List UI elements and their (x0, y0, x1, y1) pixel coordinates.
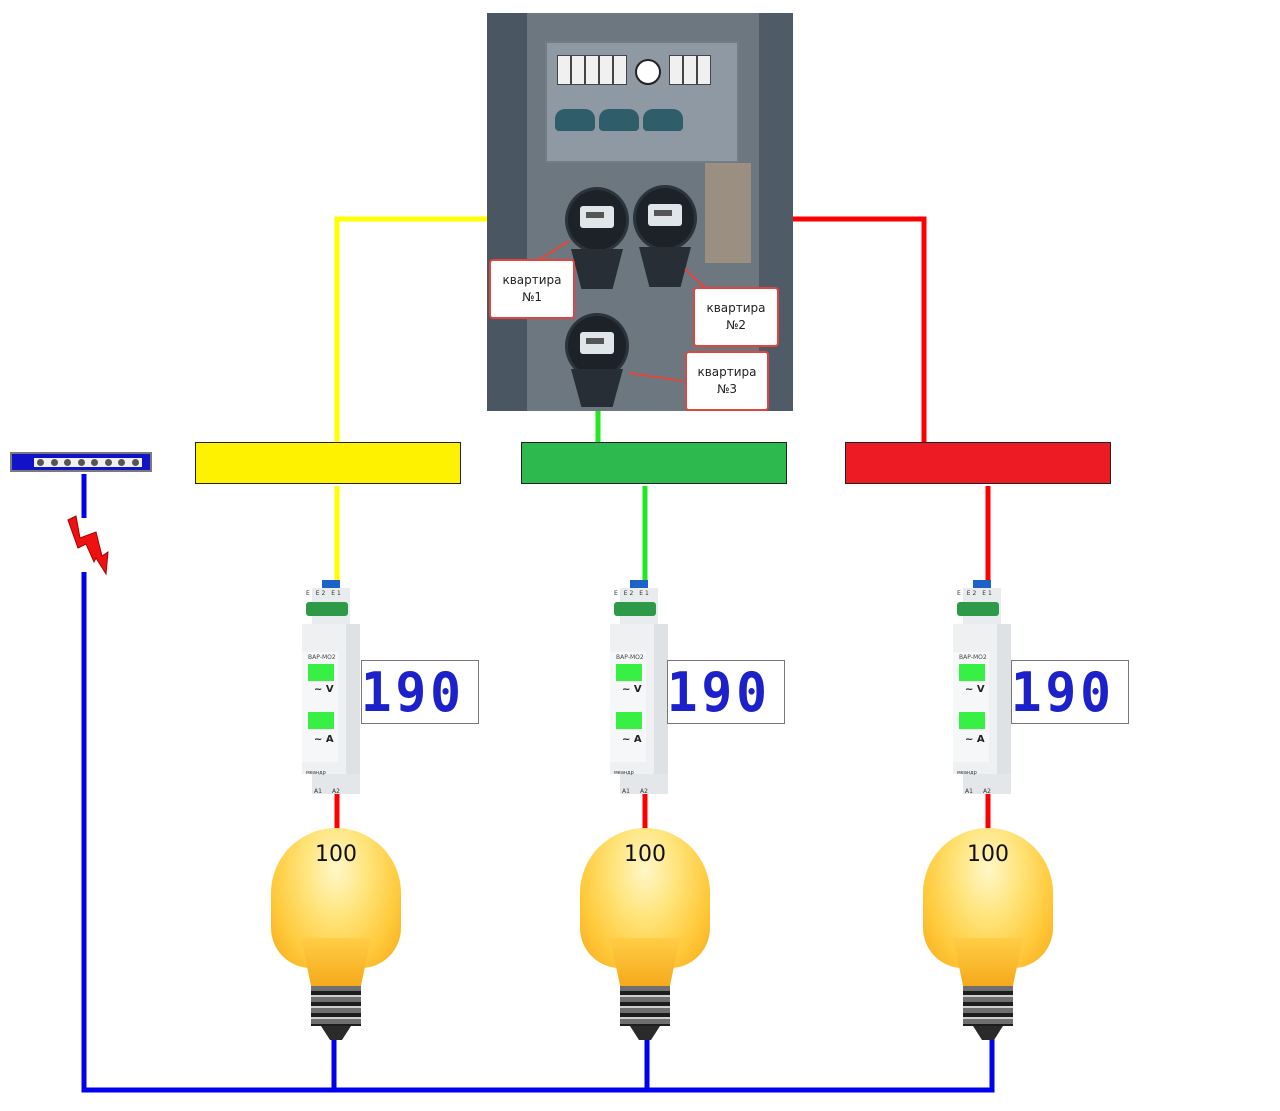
busbar-screws (34, 458, 142, 467)
busbar-red (845, 442, 1111, 484)
terminal-a2: A2 (983, 788, 991, 795)
meter-label-1: квартира №1 (489, 259, 575, 319)
current-unit: ~ A (965, 734, 985, 745)
current-unit: ~ A (622, 734, 642, 745)
lamp-wattage: 100 (315, 842, 357, 867)
voltage-relay-3: E E2 E1 ВАР-МО2 ~ V ~ A меандр A1 A2 (953, 580, 1011, 798)
meter-1-base (571, 249, 623, 289)
brand-label: меандр (306, 770, 326, 776)
voltage-led-display (616, 664, 642, 681)
voltage-led-display (308, 664, 334, 681)
voltage-unit: ~ V (622, 684, 642, 695)
rotary-switch-icon (599, 109, 639, 131)
voltage-relay-1: E E2 E1 ВАР-МО2 ~ V ~ A меандр A1 A2 (302, 580, 360, 798)
electric-meter-1 (565, 187, 629, 253)
voltage-value: 190 (1011, 660, 1116, 724)
terminal-block-top (957, 602, 999, 616)
breaker-icon (697, 55, 711, 85)
meter-label-2: квартира №2 (693, 287, 779, 347)
lamp-2: 100 (580, 828, 710, 1048)
rotary-switch-icon (643, 109, 683, 131)
switchgear-cover (545, 41, 739, 163)
current-unit: ~ A (314, 734, 334, 745)
busbar-green (521, 442, 787, 484)
voltage-value: 190 (667, 660, 772, 724)
lamp-socket-thread (963, 986, 1013, 1026)
brand-label: меандр (614, 770, 634, 776)
current-led-display (959, 712, 985, 729)
din-clip (322, 580, 340, 590)
lamp-1: 100 (271, 828, 401, 1048)
breaker-icon (571, 55, 585, 85)
terminal-a2: A2 (332, 788, 340, 795)
lamp-socket-thread (311, 986, 361, 1026)
rotary-switch-icon (555, 109, 595, 131)
terminal-a1: A1 (314, 788, 322, 795)
breaker-icon (613, 55, 627, 85)
voltage-unit: ~ V (965, 684, 985, 695)
terminal-a2: A2 (640, 788, 648, 795)
breaker-icon (557, 55, 571, 85)
busbar-yellow (195, 442, 461, 484)
voltage-readout-2: 190 (667, 660, 785, 724)
terminal-block-top (306, 602, 348, 616)
breaker-icon (599, 55, 613, 85)
terminal-labels: E E2 E1 (306, 590, 343, 597)
lamp-3: 100 (923, 828, 1053, 1048)
relay-model: ВАР-МО2 (959, 654, 987, 661)
current-led-display (308, 712, 334, 729)
din-clip (630, 580, 648, 590)
meter-2-base (639, 247, 691, 287)
breaker-icon (683, 55, 697, 85)
relay-model: ВАР-МО2 (616, 654, 644, 661)
voltage-relay-2: E E2 E1 ВАР-МО2 ~ V ~ A меандр A1 A2 (610, 580, 668, 798)
voltage-led-display (959, 664, 985, 681)
terminal-labels: E E2 E1 (614, 590, 651, 597)
broken-neutral-lightning-icon (67, 515, 109, 576)
brand-label: меандр (957, 770, 977, 776)
wire-neutral-return (81, 572, 995, 1093)
cabinet-frame-left (487, 13, 527, 411)
terminal-a1: A1 (622, 788, 630, 795)
voltage-readout-3: 190 (1011, 660, 1129, 724)
lamp-wattage: 100 (967, 842, 1009, 867)
lamp-wattage: 100 (624, 842, 666, 867)
voltage-readout-1: 190 (361, 660, 479, 724)
terminal-a1: A1 (965, 788, 973, 795)
din-clip (973, 580, 991, 590)
terminal-block (705, 163, 751, 263)
lamp-socket-thread (620, 986, 670, 1026)
voltage-unit: ~ V (314, 684, 334, 695)
terminal-block-top (614, 602, 656, 616)
socket-icon (635, 59, 661, 85)
voltage-value: 190 (361, 660, 466, 724)
neutral-busbar (10, 452, 152, 472)
terminal-labels: E E2 E1 (957, 590, 994, 597)
breaker-icon (669, 55, 683, 85)
relay-model: ВАР-МО2 (308, 654, 336, 661)
electric-meter-3 (565, 313, 629, 379)
breaker-icon (585, 55, 599, 85)
meter-3-base (571, 369, 623, 407)
meter-label-3: квартира №3 (685, 351, 769, 411)
meter-cabinet-photo: квартира №1 квартира №2 квартира №3 (487, 13, 793, 411)
current-led-display (616, 712, 642, 729)
